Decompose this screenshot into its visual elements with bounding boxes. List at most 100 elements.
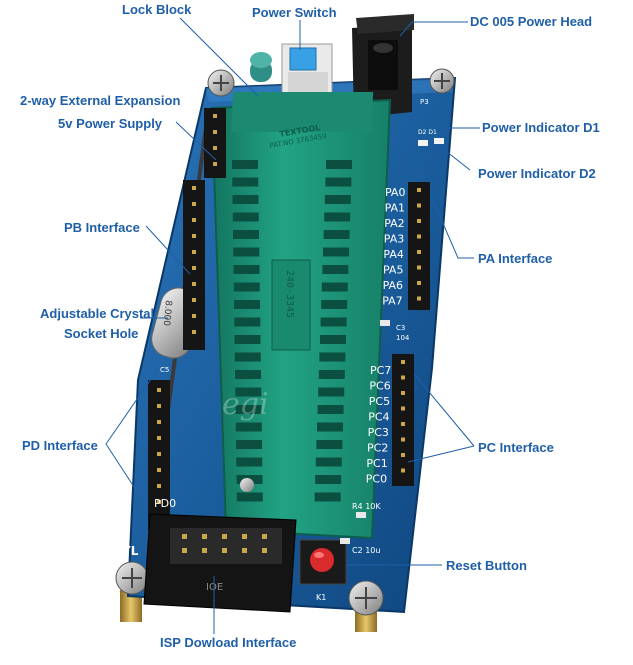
pa-interface-label: PA Interface bbox=[478, 251, 553, 266]
header-pin bbox=[401, 468, 405, 473]
pin-label: PC3 bbox=[368, 426, 389, 439]
zif-slot bbox=[234, 352, 261, 362]
zif-slot bbox=[236, 492, 263, 502]
header-pin bbox=[417, 203, 421, 208]
pb-pin-header bbox=[183, 180, 205, 350]
isp-pin bbox=[262, 548, 267, 553]
header-pin bbox=[401, 437, 405, 442]
watermark: egi bbox=[222, 387, 269, 422]
capacitor-c3 bbox=[380, 320, 390, 326]
external-expansion-header bbox=[204, 108, 226, 178]
header-pin bbox=[401, 375, 405, 380]
r4-label: R4 10K bbox=[352, 502, 381, 511]
mounting-screw bbox=[115, 561, 149, 595]
zif-slot bbox=[321, 300, 348, 309]
header-pin bbox=[401, 422, 405, 426]
capacitor-c2 bbox=[340, 538, 350, 544]
header-pin bbox=[417, 188, 421, 192]
pin-label: PC2 bbox=[367, 442, 388, 455]
header-pin bbox=[401, 406, 405, 411]
zif-slot bbox=[317, 405, 344, 414]
zif-slot bbox=[320, 317, 347, 327]
mounting-screw bbox=[207, 69, 235, 97]
zif-slot bbox=[315, 475, 342, 484]
zif-slot bbox=[232, 212, 259, 222]
pin-label: PA6 bbox=[383, 279, 403, 292]
header-pin bbox=[417, 296, 421, 301]
zif-slot bbox=[314, 492, 341, 502]
isp-pin bbox=[262, 534, 267, 539]
zif-slot bbox=[233, 265, 260, 274]
zif-slot bbox=[232, 177, 259, 187]
header-pin bbox=[213, 146, 217, 150]
pc-interface-label: PC Interface bbox=[478, 440, 554, 455]
header-pin bbox=[192, 234, 196, 238]
isp-pin bbox=[202, 534, 207, 539]
pin-label: PA1 bbox=[385, 202, 405, 215]
mounting-screw bbox=[348, 580, 384, 616]
crystal-label-line1: Adjustable Crystal bbox=[40, 306, 155, 321]
crystal-text: 8.000 bbox=[161, 300, 173, 327]
header-pin bbox=[417, 219, 421, 223]
reset-button bbox=[299, 539, 347, 585]
zif-slot bbox=[323, 230, 350, 239]
header-pin bbox=[157, 452, 161, 456]
lock-block-label: Lock Block bbox=[122, 2, 192, 17]
zif-socket bbox=[210, 92, 392, 540]
c2-label: C2 10u bbox=[352, 546, 380, 555]
pin-label: PA7 bbox=[382, 295, 402, 308]
zif-slot bbox=[315, 457, 342, 467]
zif-slot bbox=[324, 212, 351, 222]
pin-label: PC4 bbox=[368, 411, 389, 424]
pd-interface-label: PD Interface bbox=[22, 438, 98, 453]
zif-slot bbox=[325, 177, 352, 187]
header-pin bbox=[192, 186, 196, 190]
led-labels: D2 D1 bbox=[418, 129, 437, 136]
zif-slot bbox=[233, 282, 260, 292]
lock-block-capacitor bbox=[250, 52, 272, 82]
header-pin bbox=[213, 114, 217, 118]
zif-slot bbox=[232, 195, 259, 204]
header-pin bbox=[157, 404, 161, 408]
header-pin bbox=[213, 162, 217, 166]
header-pin bbox=[401, 453, 405, 457]
pin-label: PA3 bbox=[384, 233, 404, 246]
isp-connector-text: IOE bbox=[206, 582, 223, 593]
isp-download-label: ISP Dowload Interface bbox=[160, 635, 297, 650]
zif-slot bbox=[232, 160, 258, 169]
isp-pin bbox=[222, 548, 227, 553]
zif-slot bbox=[235, 387, 262, 397]
zif-slot bbox=[235, 422, 262, 432]
crystal-label-line2: Socket Hole bbox=[64, 326, 139, 341]
zif-slot bbox=[317, 422, 343, 432]
power-switch bbox=[281, 43, 333, 97]
zif-slot bbox=[324, 195, 351, 204]
header-pin bbox=[192, 202, 196, 206]
header-pin bbox=[192, 250, 196, 254]
p3-label: P3 bbox=[420, 98, 429, 106]
header-pin bbox=[213, 130, 217, 134]
isp-pin bbox=[242, 548, 247, 553]
isp-pin bbox=[182, 534, 187, 539]
header-pin bbox=[157, 484, 161, 488]
c3-label: C3 bbox=[396, 324, 405, 332]
isp-pin bbox=[242, 534, 247, 539]
zif-slot bbox=[236, 457, 263, 467]
zif-slot bbox=[321, 282, 348, 292]
pin-label: PA2 bbox=[384, 217, 404, 230]
pin-label: PA0 bbox=[385, 186, 405, 199]
yl-label: YL bbox=[121, 544, 139, 558]
c5-label: C5 bbox=[160, 366, 169, 374]
zif-slot bbox=[326, 160, 352, 169]
power-indicator-d1-label: Power Indicator D1 bbox=[482, 120, 600, 135]
external-expansion-label-line2: 5v Power Supply bbox=[58, 116, 163, 131]
pin-label: PA4 bbox=[383, 248, 403, 261]
header-pin bbox=[192, 266, 196, 270]
pin-label: PC0 bbox=[366, 473, 387, 486]
pc-pin-header bbox=[392, 354, 414, 486]
header-pin bbox=[417, 234, 421, 239]
zif-slot bbox=[318, 387, 345, 397]
pin-label: PA5 bbox=[383, 264, 403, 277]
